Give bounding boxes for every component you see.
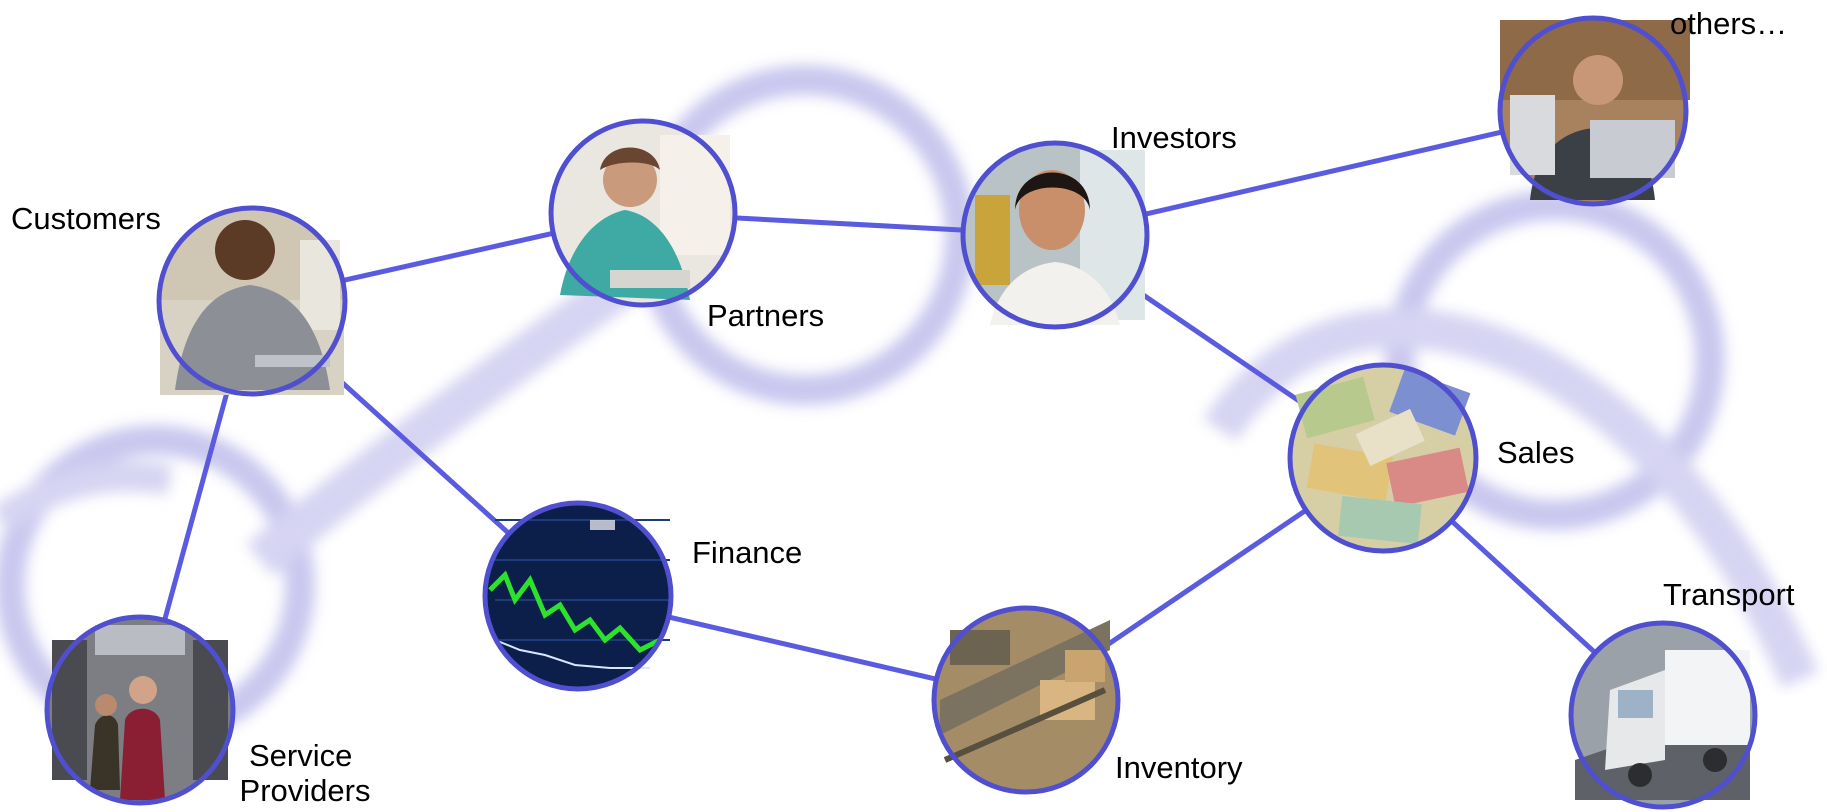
delivery-truck-photo-icon <box>1571 623 1755 807</box>
node-others[interactable] <box>1497 15 1690 207</box>
node-investors[interactable] <box>960 140 1150 330</box>
background-arc <box>1203 308 1819 688</box>
label-sales: Sales <box>1497 435 1575 470</box>
node-inventory[interactable] <box>931 605 1121 795</box>
label-service-providers: Service Providers <box>240 738 371 808</box>
node-transport[interactable] <box>1568 620 1758 810</box>
label-investors: Investors <box>1111 120 1237 155</box>
network-nodes <box>44 15 1758 810</box>
node-service-providers[interactable] <box>44 614 236 806</box>
label-finance: Finance <box>692 535 802 570</box>
label-partners: Partners <box>707 298 824 333</box>
label-others: others… <box>1670 6 1787 41</box>
label-customers: Customers <box>11 201 161 236</box>
server-room-people-photo-icon <box>47 617 233 803</box>
node-customers[interactable] <box>156 205 348 397</box>
background-ring <box>1385 190 1725 530</box>
stock-chart-photo-icon <box>485 503 671 689</box>
background-arc <box>0 461 173 533</box>
node-labels: Customers Partners Investors others… Sal… <box>11 6 1795 808</box>
businesswoman-portrait-photo-icon <box>963 143 1147 327</box>
label-transport: Transport <box>1663 577 1795 612</box>
warehouse-boxes-photo-icon <box>934 608 1118 792</box>
node-finance[interactable] <box>482 500 674 692</box>
woman-at-office-desk-photo-icon <box>551 121 735 305</box>
label-inventory: Inventory <box>1115 750 1243 785</box>
man-at-laptop-photo-icon <box>1500 18 1690 204</box>
node-partners[interactable] <box>548 118 738 308</box>
node-sales[interactable] <box>1287 362 1479 554</box>
